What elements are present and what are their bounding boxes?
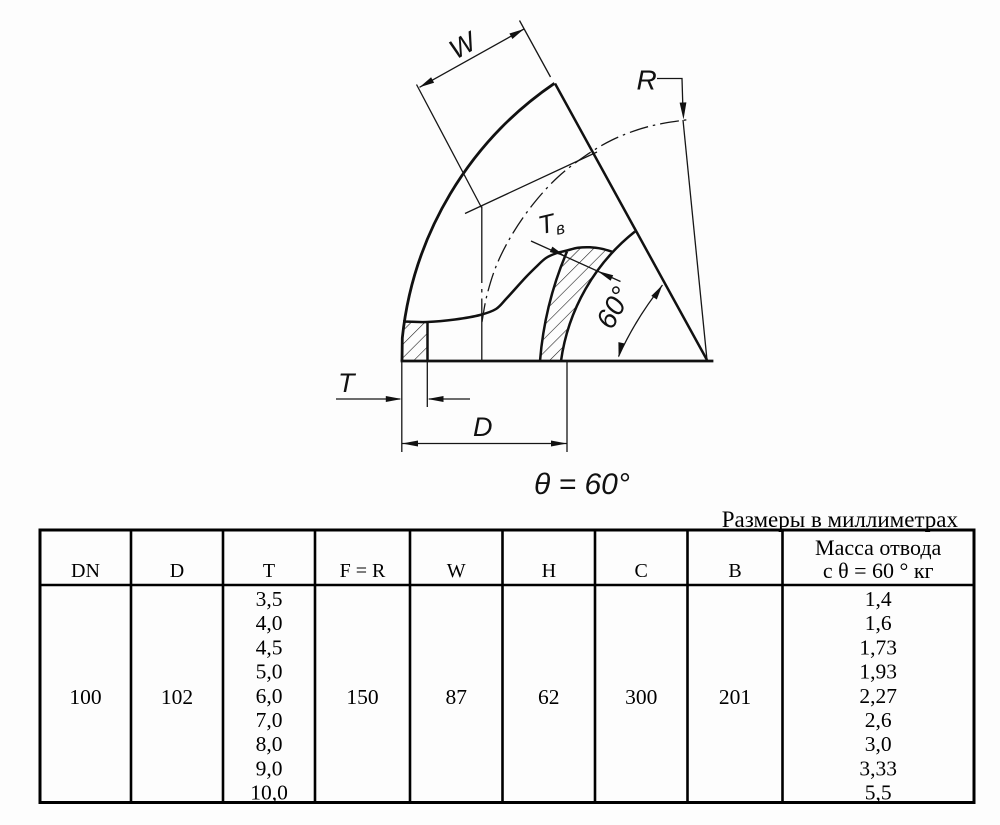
svg-text:T: T [263,560,275,582]
svg-text:100: 100 [69,685,101,709]
svg-text:62: 62 [538,685,560,709]
svg-text:150: 150 [346,685,378,709]
svg-text:W: W [447,560,466,582]
svg-text:Tв: Tв [535,206,566,243]
svg-text:2,6: 2,6 [865,708,892,732]
svg-text:4,5: 4,5 [256,635,283,659]
svg-text:87: 87 [445,685,467,709]
svg-text:7,0: 7,0 [256,708,283,732]
svg-text:H: H [542,560,556,582]
svg-text:Размеры в миллиметрах: Размеры в миллиметрах [722,507,959,532]
svg-text:D: D [473,412,493,442]
svg-text:5,5: 5,5 [865,780,892,804]
svg-text:B: B [728,560,741,582]
svg-text:10,0: 10,0 [250,780,288,804]
svg-text:300: 300 [625,685,657,709]
svg-text:1,73: 1,73 [859,635,897,659]
svg-text:D: D [170,560,184,582]
svg-text:1,4: 1,4 [865,587,892,611]
svg-text:2,27: 2,27 [859,684,897,708]
svg-text:3,33: 3,33 [859,756,897,780]
svg-text:201: 201 [719,685,751,709]
svg-text:R: R [637,65,657,96]
svg-text:3,5: 3,5 [256,587,283,611]
svg-text:1,6: 1,6 [865,611,892,635]
svg-text:DN: DN [71,560,100,582]
svg-text:1,93: 1,93 [859,660,897,684]
svg-text:9,0: 9,0 [256,756,283,780]
svg-text:с θ = 60 ° кг: с θ = 60 ° кг [823,558,934,583]
svg-text:T: T [338,368,357,398]
svg-text:C: C [635,560,648,582]
svg-text:60°: 60° [590,282,637,334]
svg-text:W: W [444,25,483,65]
svg-text:102: 102 [161,685,193,709]
svg-text:Масса отвода: Масса отвода [815,535,942,560]
svg-text:6,0: 6,0 [256,684,283,708]
svg-text:8,0: 8,0 [256,732,283,756]
svg-text:θ = 60°: θ = 60° [534,468,630,501]
svg-text:3,0: 3,0 [865,732,892,756]
svg-text:5,0: 5,0 [256,660,283,684]
svg-text:F = R: F = R [340,560,386,582]
svg-text:4,0: 4,0 [256,611,283,635]
